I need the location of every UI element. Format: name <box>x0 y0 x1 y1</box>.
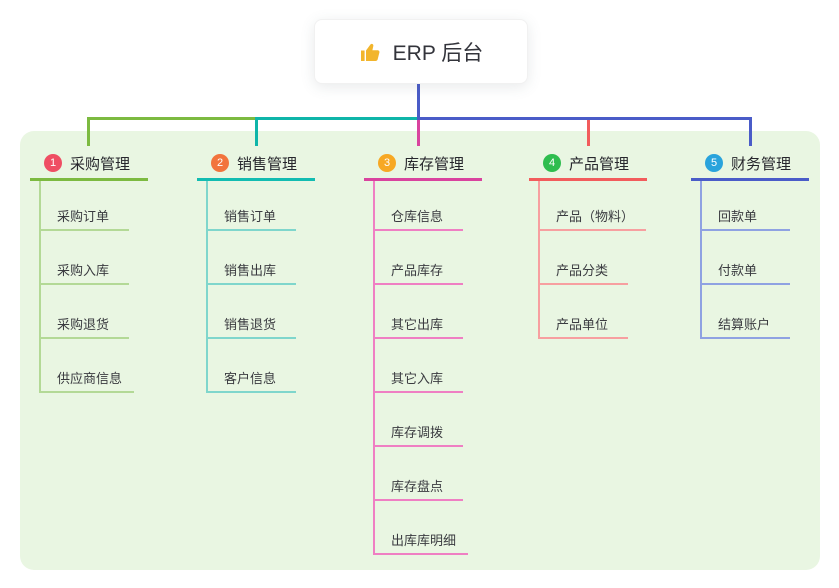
child-label: 产品（物料） <box>556 209 635 224</box>
branch-label: 产品管理 <box>569 155 630 173</box>
connector-line-teal <box>255 117 417 120</box>
child-label: 结算账户 <box>718 317 771 332</box>
child-node[interactable]: 客户信息 <box>208 339 296 393</box>
branch-number-badge: 1 <box>44 154 62 172</box>
child-node[interactable]: 其它入库 <box>375 339 463 393</box>
child-label: 库存盘点 <box>391 479 444 494</box>
child-label: 付款单 <box>718 263 758 278</box>
child-label: 其它入库 <box>391 371 444 386</box>
child-label: 库存调拨 <box>391 425 444 440</box>
child-label: 出库库明细 <box>391 533 457 548</box>
child-node[interactable]: 其它出库 <box>375 285 463 339</box>
child-node[interactable]: 销售退货 <box>208 285 296 339</box>
branch-5: 5 财务管理 回款单 付款单 结算账户 <box>691 148 809 339</box>
branch-number-badge: 4 <box>543 154 561 172</box>
child-label: 产品分类 <box>556 263 609 278</box>
root-title: ERP 后台 <box>392 41 484 65</box>
child-node[interactable]: 产品分类 <box>540 231 628 285</box>
branch-label: 库存管理 <box>404 155 465 173</box>
branch-4-children: 产品（物料） 产品分类 产品单位 <box>538 181 647 339</box>
connector-line-green <box>87 117 255 120</box>
branch-label: 采购管理 <box>70 155 131 173</box>
branch-2: 2 销售管理 销售订单 销售出库 销售退货 客户信息 <box>197 148 315 393</box>
branches-panel <box>20 131 820 570</box>
child-node[interactable]: 产品（物料） <box>540 181 647 231</box>
child-label: 销售退货 <box>224 317 277 332</box>
child-node[interactable]: 出库库明细 <box>375 501 469 555</box>
branch-number-badge: 3 <box>378 154 396 172</box>
child-label: 采购订单 <box>57 209 110 224</box>
child-label: 回款单 <box>718 209 758 224</box>
child-node[interactable]: 回款单 <box>702 181 790 231</box>
branch-1-children: 采购订单 采购入库 采购退货 供应商信息 <box>39 181 148 393</box>
branch-1: 1 采购管理 采购订单 采购入库 采购退货 供应商信息 <box>30 148 148 393</box>
child-node[interactable]: 采购订单 <box>41 181 129 231</box>
child-label: 采购退货 <box>57 317 110 332</box>
child-label: 销售出库 <box>224 263 277 278</box>
child-label: 产品库存 <box>391 263 444 278</box>
branch-node-1[interactable]: 1 采购管理 <box>30 148 148 181</box>
branch-2-children: 销售订单 销售出库 销售退货 客户信息 <box>206 181 315 393</box>
root-node[interactable]: ERP 后台 <box>314 19 528 84</box>
child-node[interactable]: 采购入库 <box>41 231 129 285</box>
child-label: 产品单位 <box>556 317 609 332</box>
root-connector-line <box>417 82 420 120</box>
child-node[interactable]: 产品单位 <box>540 285 628 339</box>
child-node[interactable]: 采购退货 <box>41 285 129 339</box>
branch-4: 4 产品管理 产品（物料） 产品分类 产品单位 <box>529 148 647 339</box>
child-label: 客户信息 <box>224 371 277 386</box>
branch-1-drop-line <box>87 117 90 146</box>
child-node[interactable]: 结算账户 <box>702 285 790 339</box>
child-label: 仓库信息 <box>391 209 444 224</box>
child-node[interactable]: 付款单 <box>702 231 790 285</box>
branch-5-drop-line <box>749 117 752 146</box>
connector-line-indigo <box>417 117 752 120</box>
thumbs-up-icon <box>359 40 383 64</box>
branch-3-children: 仓库信息 产品库存 其它出库 其它入库 库存调拨 库存盘点 出库库明细 <box>373 181 482 555</box>
branch-node-3[interactable]: 3 库存管理 <box>364 148 482 181</box>
child-node[interactable]: 供应商信息 <box>41 339 135 393</box>
child-node[interactable]: 库存盘点 <box>375 447 463 501</box>
child-node[interactable]: 产品库存 <box>375 231 463 285</box>
branch-number-badge: 2 <box>211 154 229 172</box>
branch-number-badge: 5 <box>705 154 723 172</box>
child-node[interactable]: 库存调拨 <box>375 393 463 447</box>
child-node[interactable]: 销售订单 <box>208 181 296 231</box>
branch-3: 3 库存管理 仓库信息 产品库存 其它出库 其它入库 库存调拨 库存盘点 出库库… <box>364 148 482 555</box>
branch-node-5[interactable]: 5 财务管理 <box>691 148 809 181</box>
branch-label: 财务管理 <box>731 155 792 173</box>
child-node[interactable]: 仓库信息 <box>375 181 463 231</box>
child-label: 采购入库 <box>57 263 110 278</box>
child-label: 其它出库 <box>391 317 444 332</box>
branch-4-drop-line <box>587 120 590 146</box>
child-label: 供应商信息 <box>57 371 123 386</box>
child-label: 销售订单 <box>224 209 277 224</box>
branch-2-drop-line <box>255 120 258 146</box>
branch-3-drop-line <box>417 120 420 146</box>
branch-5-children: 回款单 付款单 结算账户 <box>700 181 809 339</box>
branch-node-2[interactable]: 2 销售管理 <box>197 148 315 181</box>
child-node[interactable]: 销售出库 <box>208 231 296 285</box>
branch-node-4[interactable]: 4 产品管理 <box>529 148 647 181</box>
branch-label: 销售管理 <box>237 155 298 173</box>
